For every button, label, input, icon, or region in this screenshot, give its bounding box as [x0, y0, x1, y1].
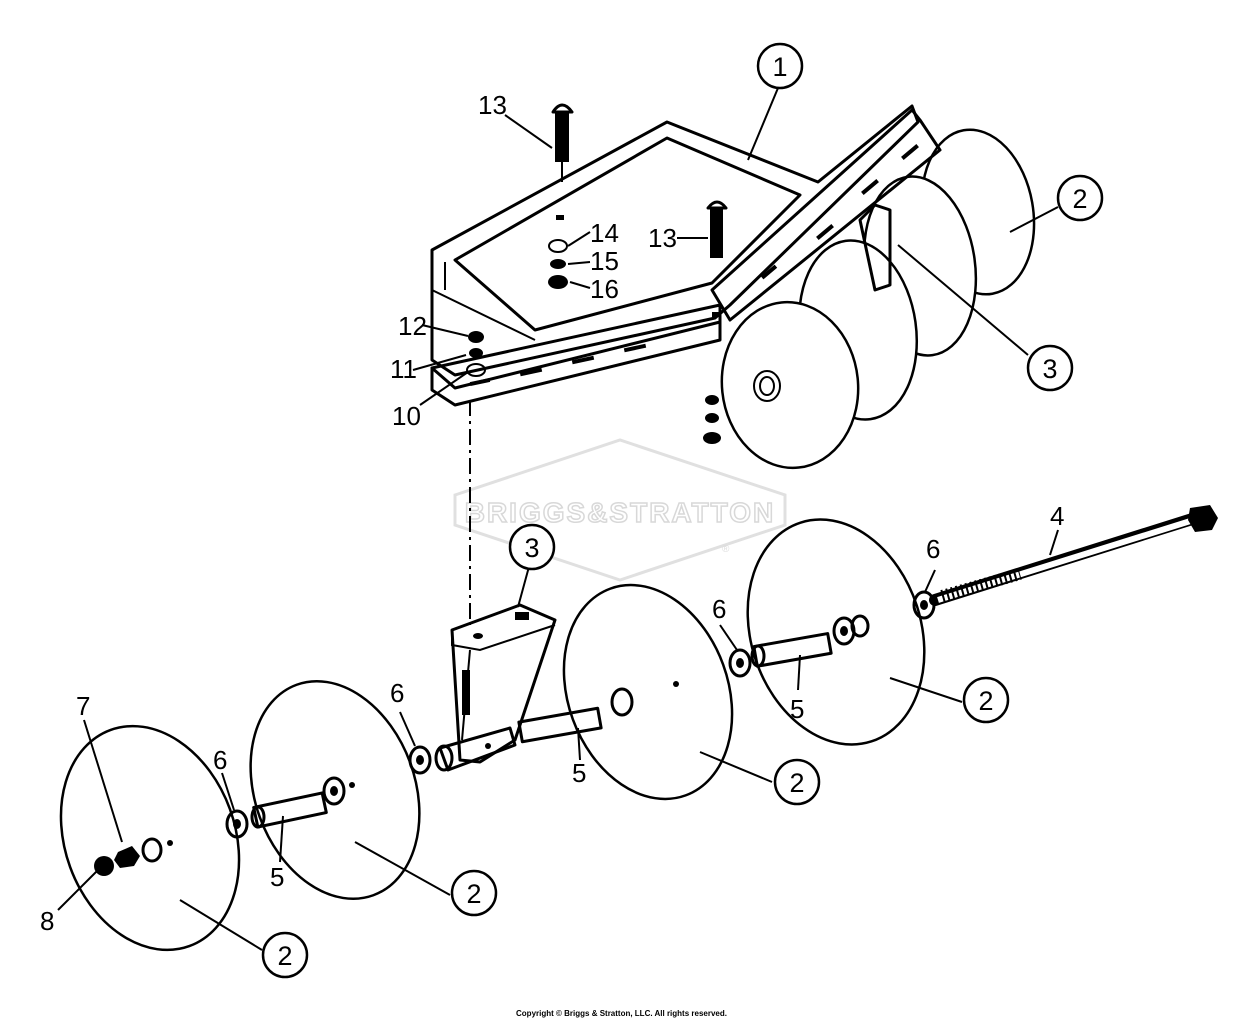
label-8: 8: [40, 906, 54, 936]
label-4: 4: [1050, 501, 1064, 531]
callout-2-disc3: 2: [773, 758, 821, 806]
spacer-right: [750, 632, 833, 668]
frame: [430, 104, 942, 407]
disc-4: [746, 518, 926, 746]
carriage-bolt-left: [551, 103, 574, 182]
callout-2-disc4: 2: [962, 676, 1010, 724]
spacer-middle: [517, 706, 603, 744]
label-7: 7: [76, 691, 90, 721]
upper-disc-gang: [703, 128, 1036, 470]
label-6-middle: 6: [390, 678, 404, 708]
label-6-right: 6: [712, 594, 726, 624]
callout-3-lower: 3: [508, 523, 556, 571]
gang-bolt: [929, 505, 1218, 606]
washer-right: [728, 648, 752, 678]
callout-2b-text: 2: [978, 686, 993, 716]
label-5-middle: 5: [572, 758, 586, 788]
washer-left-b: [322, 776, 346, 806]
callout-3-upper: 3: [1026, 344, 1074, 392]
hardware-stack-14-16: [548, 239, 568, 289]
callout-2-disc1: 2: [261, 931, 309, 979]
upper-disc-hub: [753, 370, 781, 402]
callout-2a-text: 2: [1072, 184, 1087, 214]
washer-middle: [408, 745, 432, 775]
callout-3b-text: 3: [524, 533, 539, 563]
part-number-labels: 13 13 14 15 16 12 11 10 4 6 6 5 5 6 6 5 …: [40, 90, 1064, 936]
washer-right-b: [832, 616, 856, 646]
watermark-registered: ®: [722, 544, 730, 555]
disc-3: [562, 583, 734, 801]
label-12: 12: [398, 311, 427, 341]
label-6-left: 6: [213, 745, 227, 775]
label-13-left: 13: [478, 90, 507, 120]
callout-2d-text: 2: [466, 879, 481, 909]
label-13-right: 13: [648, 223, 677, 253]
washer-left: [225, 809, 249, 839]
callout-2c-text: 2: [789, 768, 804, 798]
upper-disc-front: [720, 300, 860, 470]
watermark: BRIGGS&STRATTON ®: [453, 438, 787, 582]
callout-2-disc2: 2: [450, 869, 498, 917]
callout-2e-text: 2: [277, 941, 292, 971]
spacer-left: [250, 791, 328, 829]
label-16: 16: [590, 274, 619, 304]
label-6-far: 6: [926, 534, 940, 564]
label-15: 15: [590, 246, 619, 276]
hardware-stack-10-12: [466, 331, 486, 377]
upper-standard: [858, 203, 892, 292]
label-5-right: 5: [790, 694, 804, 724]
standard-bracket: [434, 603, 557, 772]
nut-lockwasher: [94, 846, 140, 876]
label-14: 14: [590, 218, 619, 248]
callout-3a-text: 3: [1042, 354, 1057, 384]
leader-lines: [57, 87, 1059, 951]
watermark-text: BRIGGS&STRATTON: [465, 497, 776, 528]
callout-2-upper: 2: [1056, 174, 1104, 222]
label-11: 11: [390, 354, 417, 384]
callout-1: 1: [756, 42, 804, 90]
carriage-bolt-right: [706, 200, 728, 258]
label-5-left: 5: [270, 862, 284, 892]
copyright-notice: Copyright © Briggs & Stratton, LLC. All …: [516, 1009, 727, 1018]
callout-1-text: 1: [772, 52, 787, 82]
washer-far: [912, 590, 936, 620]
label-10: 10: [392, 401, 421, 431]
